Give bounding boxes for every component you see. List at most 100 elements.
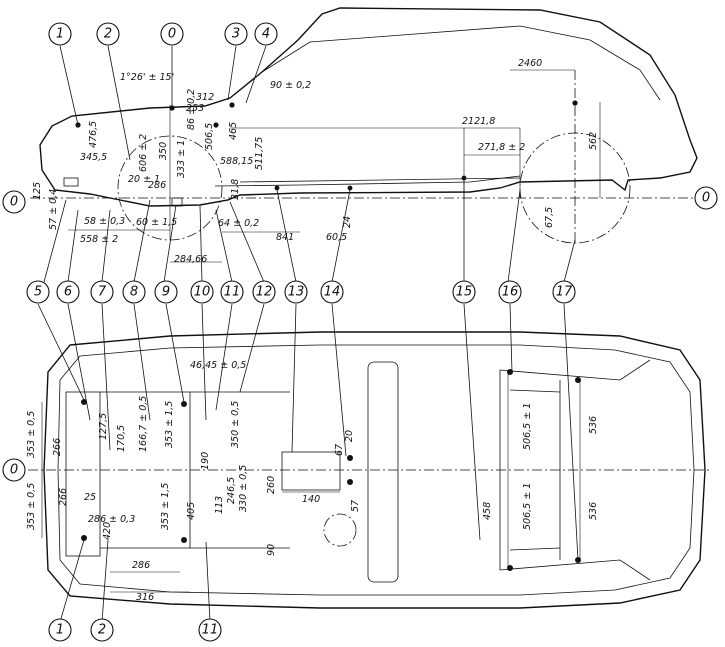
svg-text:420: 420 (102, 522, 113, 540)
svg-text:286: 286 (148, 180, 166, 191)
plan-rear-frame (499, 359, 651, 581)
side-point-3 (229, 102, 235, 108)
svg-text:60 ± 1,5: 60 ± 1,5 (136, 217, 177, 228)
svg-text:140: 140 (302, 494, 320, 505)
svg-text:286 ± 0,3: 286 ± 0,3 (88, 514, 135, 525)
plan-point-rear-a (507, 369, 513, 375)
plan-datum-callout: 0 (2, 458, 26, 482)
svg-text:125: 125 (32, 182, 43, 200)
svg-text:333 ± 1: 333 ± 1 (176, 140, 187, 178)
side-callout-1: 1 (48, 22, 72, 46)
svg-text:127,5: 127,5 (98, 413, 109, 440)
plan-floor-pan (281, 451, 341, 491)
side-callout-12: 12 (252, 280, 276, 304)
svg-text:0: 0 (10, 195, 18, 210)
svg-text:90: 90 (266, 544, 277, 556)
side-callout-10: 10 (190, 280, 214, 304)
plan-spare-wheel (323, 513, 357, 547)
svg-text:350 ± 0,5: 350 ± 0,5 (230, 401, 241, 448)
svg-text:465: 465 (228, 122, 239, 140)
plan-leaders (37, 303, 579, 623)
plan-inner-outline (57, 344, 695, 596)
plan-callout-2: 2 (90, 618, 114, 642)
side-point-17 (572, 100, 578, 106)
svg-text:353 ± 0,5: 353 ± 0,5 (26, 483, 37, 530)
svg-text:2: 2 (98, 623, 106, 638)
svg-text:25: 25 (84, 492, 96, 503)
svg-text:506,5 ± 1: 506,5 ± 1 (522, 483, 533, 530)
side-floor-rail (214, 175, 521, 187)
svg-text:20 ± 1: 20 ± 1 (128, 174, 160, 185)
plan-point-front-b (81, 535, 87, 541)
side-callout-15: 15 (452, 280, 476, 304)
svg-text:458: 458 (482, 502, 493, 520)
svg-text:345,5: 345,5 (80, 152, 107, 163)
side-callout-4: 4 (254, 22, 278, 46)
side-window-line (261, 25, 661, 101)
svg-text:15: 15 (456, 285, 473, 300)
svg-text:17: 17 (556, 285, 573, 300)
svg-text:24: 24 (342, 216, 353, 228)
car-side-outline (39, 7, 698, 207)
svg-text:16: 16 (502, 285, 519, 300)
plan-point-tunnel-a (347, 455, 353, 461)
plan-tunnel (367, 361, 399, 583)
plan-front-longerons (100, 391, 290, 549)
svg-text:58 ± 0,3: 58 ± 0,3 (84, 216, 125, 227)
svg-text:266: 266 (52, 438, 63, 456)
svg-text:5: 5 (34, 285, 42, 300)
svg-text:266: 266 (58, 488, 69, 506)
plan-view: 0 1 2 11 46,45 ± 0,5 166,7 ± 0,5 353 ± 1… (2, 303, 712, 642)
svg-text:0: 0 (10, 463, 18, 478)
svg-text:260: 260 (266, 476, 277, 494)
side-point-13 (274, 185, 280, 191)
svg-text:312: 312 (196, 92, 214, 103)
svg-text:31,8: 31,8 (230, 179, 241, 200)
plan-dimension-labels: 46,45 ± 0,5 166,7 ± 0,5 353 ± 1,5 350 ± … (26, 360, 599, 603)
svg-text:6: 6 (64, 285, 72, 300)
svg-text:286: 286 (132, 560, 150, 571)
side-datum-callout-right: 0 (694, 186, 718, 210)
svg-text:253: 253 (186, 103, 204, 114)
side-callout-17: 17 (552, 280, 576, 304)
side-point-15 (461, 175, 467, 181)
svg-text:1: 1 (56, 27, 64, 42)
svg-text:2121,8: 2121,8 (462, 116, 495, 127)
side-datum-callout-left: 0 (2, 190, 26, 214)
svg-text:170,5: 170,5 (116, 425, 127, 452)
plan-point-tunnel-b (347, 479, 353, 485)
side-point-14 (347, 185, 353, 191)
svg-text:113: 113 (214, 496, 225, 514)
side-dimension-labels: 1°26' ± 15' 90 ± 0,2 2460 312 253 506,5 … (32, 58, 599, 265)
side-callout-6: 6 (56, 280, 80, 304)
svg-text:353 ± 0,5: 353 ± 0,5 (26, 411, 37, 458)
plan-point-rear-c (575, 377, 581, 383)
svg-text:20: 20 (344, 430, 355, 442)
plan-point-mid-a (181, 401, 187, 407)
svg-text:11: 11 (202, 623, 219, 638)
svg-text:2460: 2460 (518, 58, 542, 69)
svg-text:190: 190 (200, 452, 211, 470)
svg-text:8: 8 (130, 285, 138, 300)
plan-callout-11: 11 (198, 618, 222, 642)
svg-text:558 ± 2: 558 ± 2 (80, 234, 118, 245)
side-callout-7: 7 (90, 280, 114, 304)
svg-text:511,75: 511,75 (254, 137, 265, 170)
svg-text:0: 0 (702, 191, 710, 206)
side-callout-14: 14 (320, 280, 344, 304)
svg-text:86 ± 0,2: 86 ± 0,2 (186, 89, 197, 130)
svg-text:9: 9 (162, 285, 170, 300)
plan-front-subframe (65, 391, 101, 557)
svg-text:166,7 ± 0,5: 166,7 ± 0,5 (138, 396, 149, 452)
svg-text:405: 405 (186, 502, 197, 520)
plan-body-outline (43, 331, 706, 609)
side-callout-16: 16 (498, 280, 522, 304)
svg-text:0: 0 (168, 27, 176, 42)
side-callout-5: 5 (26, 280, 50, 304)
svg-text:506,5 ± 1: 506,5 ± 1 (522, 403, 533, 450)
svg-text:14: 14 (324, 285, 341, 300)
plan-point-rear-b (507, 565, 513, 571)
side-leaders (43, 45, 576, 283)
side-callout-8: 8 (122, 280, 146, 304)
